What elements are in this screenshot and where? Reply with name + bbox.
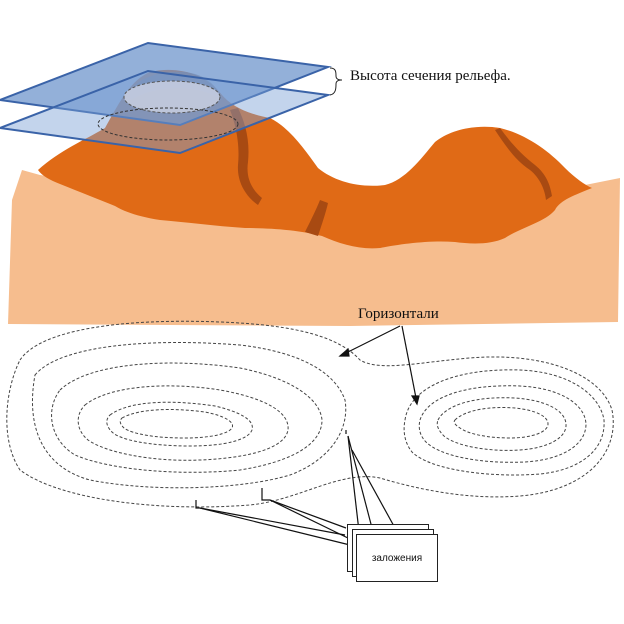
contour-lines-label: Горизонтали xyxy=(358,306,439,323)
contour-inner-left-1 xyxy=(52,363,322,472)
contour-inner-left-3 xyxy=(107,402,253,446)
contour-top-right xyxy=(454,408,548,439)
section-height-label: Высота сечения рельефа. xyxy=(350,68,511,85)
contour-inner-right-2 xyxy=(437,398,566,451)
contour-mid-left xyxy=(32,343,345,488)
contour-top-left xyxy=(120,410,232,438)
contour-inner-left-2 xyxy=(78,386,288,460)
contour-outer xyxy=(7,321,613,507)
height-brace xyxy=(330,68,342,95)
spacing-label-box: заложения xyxy=(356,534,438,582)
spacing-label: заложения xyxy=(372,553,422,564)
contour-lines xyxy=(7,321,613,507)
